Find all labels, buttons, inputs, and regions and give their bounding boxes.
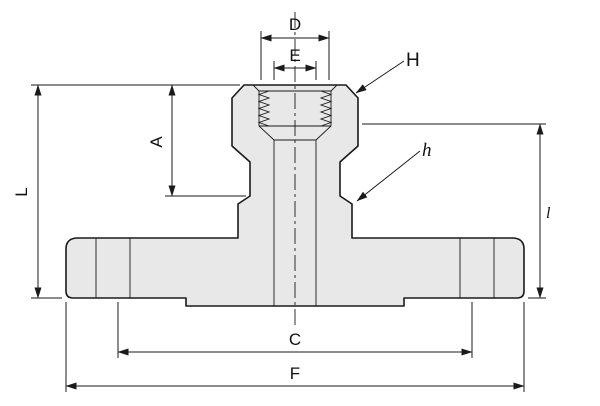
dim-C-label: C [289,330,301,349]
callout-h: h [356,140,432,202]
seat-cone-left [258,125,275,141]
dimension-l: l [362,123,551,299]
thread-top-chamfer-left [252,84,260,92]
dimension-E: E [273,46,317,80]
callout-h-label: h [422,140,432,161]
thread-zigzag-left [257,90,271,127]
dimension-A: A [147,84,246,197]
callout-H-leader [355,60,405,94]
callout-H-label: H [406,50,420,71]
dimension-L: L [12,84,240,299]
callout-H: H [355,50,420,94]
dim-A-label: A [147,136,166,148]
dim-l-label: l [546,205,551,222]
callout-h-leader [356,150,421,202]
dim-L-label: L [12,187,31,196]
thread-zigzag-right [319,90,333,127]
dim-F-label: F [290,364,300,383]
dimension-C: C [117,302,473,358]
dim-D-label: D [289,15,301,34]
dim-E-label: E [289,46,300,65]
dimension-D: D [260,15,330,80]
seat-cone-right [315,125,332,141]
dimension-F: F [65,302,525,392]
thread-top-chamfer-right [330,84,338,92]
